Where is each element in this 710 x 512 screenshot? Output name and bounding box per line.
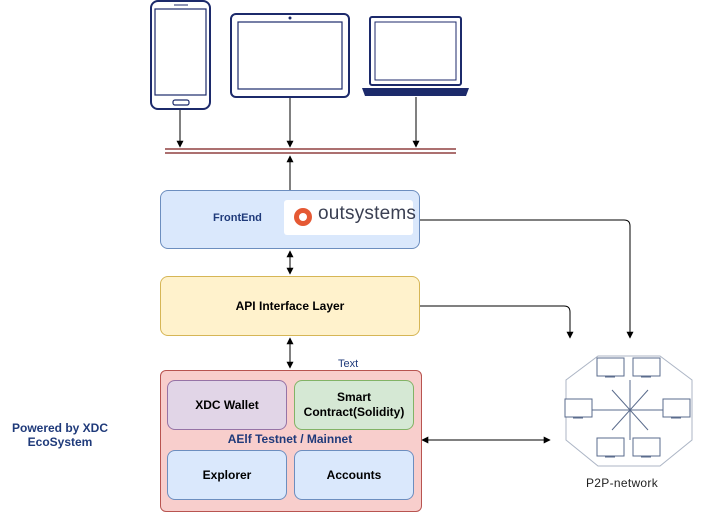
laptop-icon: [362, 16, 469, 96]
text-tag: Text: [338, 358, 359, 370]
smart-contract-line2: Contract(Solidity): [303, 405, 405, 419]
explorer-box: Explorer: [167, 450, 287, 500]
outsystems-logo-text: outsystems: [318, 203, 417, 224]
xdc-wallet-box: XDC Wallet: [167, 380, 287, 430]
powered-by-line2: EcoSystem: [27, 435, 93, 449]
p2p-network-label: P2P-network: [586, 476, 658, 490]
tablet-icon: [230, 13, 350, 98]
p2p-network-icon: [564, 355, 693, 467]
api-p2p-arrow: [420, 305, 574, 339]
api-interface-layer: API Interface Layer: [160, 276, 420, 336]
smart-contract-line1: Smart: [336, 390, 371, 404]
network-bus: [165, 148, 456, 154]
outsystems-logo-icon: [294, 208, 312, 226]
frontend-p2p-arrow: [420, 219, 634, 339]
smart-contract-box: Smart Contract(Solidity): [294, 380, 414, 430]
platform-label: AElf Testnet / Mainnet: [227, 432, 353, 446]
powered-by-line1: Powered by XDC: [11, 421, 109, 435]
mobile-phone-icon: [150, 0, 211, 110]
accounts-box: Accounts: [294, 450, 414, 500]
frontend-label: FrontEnd: [213, 212, 262, 224]
outsystems-logo: [284, 200, 413, 235]
powered-by-label: Powered by XDC EcoSystem: [8, 421, 112, 449]
